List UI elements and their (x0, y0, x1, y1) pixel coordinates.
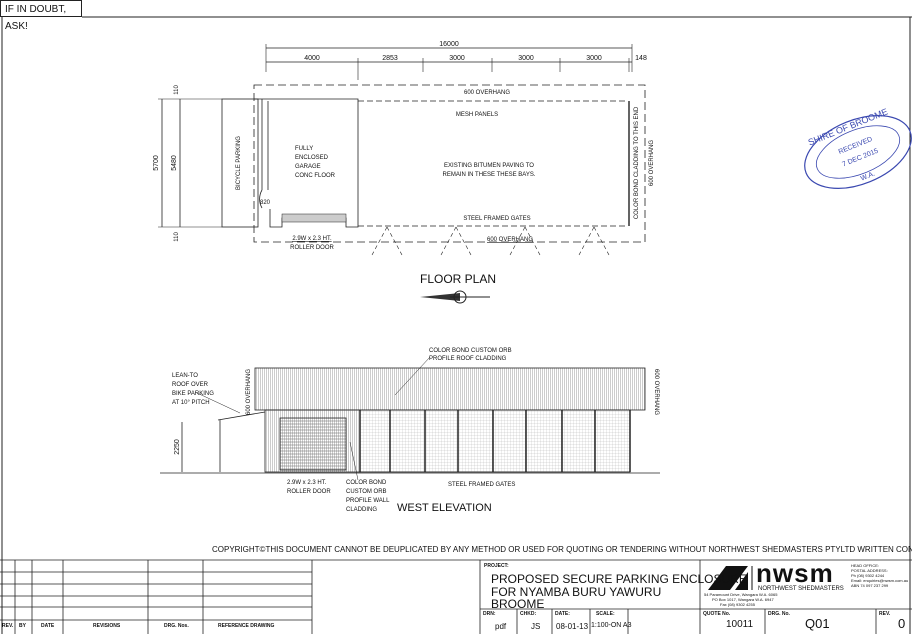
dim-bay: 4000 (304, 55, 320, 62)
roller-door-label: ROLLER DOOR (290, 245, 334, 251)
garage-label: ENCLOSED (295, 155, 329, 161)
project-line: PROPOSED SECURE PARKING ENCLOSURE (491, 572, 747, 586)
overhang-right-label: 600 OVERHANG (653, 369, 659, 415)
company-name: NORTHWEST SHEDMASTERS (758, 586, 844, 592)
nwsm-logo-mark (708, 566, 753, 590)
scale-label: SCALE: (596, 611, 615, 617)
dim-height-inner: 5480 (171, 155, 178, 171)
floor-plan (158, 44, 646, 256)
door-width-label: 820 (260, 200, 271, 206)
garage-label: CONC FLOOR (295, 173, 336, 179)
lean-to-note: AT 10° PITCH (172, 400, 210, 406)
project-label: PROJECT: (484, 563, 509, 569)
revisions-header: REVISIONS (93, 623, 121, 629)
dim-bay: 2853 (382, 55, 398, 62)
overhang-right-label: 600 OVERHANG (649, 140, 655, 186)
drn-label: DRN: (483, 611, 496, 617)
received-stamp: SHIRE OF BROOME RECEIVED 7 DEC 2015 W.A. (804, 106, 912, 189)
wall-note: CUSTOM ORB (346, 489, 387, 495)
west-elevation (160, 356, 660, 481)
stamp-top: SHIRE OF BROOME (807, 106, 890, 147)
dim-height-bottom: 110 (174, 232, 180, 242)
copyright-notice: COPYRIGHT©THIS DOCUMENT CANNOT BE DEUPLI… (212, 545, 912, 554)
address-line: PO Box 1017, Wangara W.A. 6947 (712, 597, 774, 602)
mesh-panels-label: MESH PANELS (456, 112, 498, 118)
dim-bay: 148 (635, 55, 647, 62)
cladding-end-label: COLOR BOND CLADDING TO THIS END (634, 106, 640, 219)
wall-note: CLADDING (346, 507, 377, 513)
dim-overall: 16000 (439, 41, 459, 48)
overhang-left-label: 600 OVERHANG (246, 369, 252, 415)
notice-box: IF IN DOUBT, ASK! (0, 0, 82, 32)
garage-label: GARAGE (295, 164, 321, 170)
head-office-line: HEAD OFFICE: (851, 563, 880, 568)
address-line: Fax (08) 9302 4255 (720, 602, 755, 607)
roller-door-note: ROLLER DOOR (287, 489, 331, 495)
head-office-line: Ph (08) 9302 4244 (851, 573, 885, 578)
chkd-label: CHKD: (520, 611, 537, 617)
by-header: BY (19, 623, 26, 629)
floor-plan-title: FLOOR PLAN (420, 272, 496, 286)
roller-door-note: 2.9W x 2.3 HT. (287, 480, 327, 486)
roof-note: PROFILE ROOF CLADDING (429, 356, 507, 362)
head-office-line: POSTAL ADDRESS: (851, 568, 888, 573)
steel-gates-label: STEEL FRAMED GATES (463, 216, 530, 222)
title-block-grid (0, 559, 912, 634)
rev-header: REV. (2, 623, 14, 629)
wall-note: PROFILE WALL (346, 498, 390, 504)
address-line: 54 Paramount Drive, Wangara W.A. 6065 (704, 592, 778, 597)
scale-value: 1:100-ON A3 (591, 622, 632, 629)
roof-note: COLOR BOND CUSTOM ORB (429, 348, 512, 354)
stamp-bottom: W.A. (860, 171, 876, 183)
rev-value: 0 (898, 616, 906, 631)
rev-label: REV. (879, 611, 891, 617)
project-line: FOR NYAMBA BURU YAWURU (491, 585, 662, 599)
wall-note: COLOR BOND (346, 480, 387, 486)
reference-drawing-header: REFERENCE DRAWING (218, 623, 275, 629)
roller-door-label: 2.9W x 2.3 HT. (292, 236, 332, 242)
date-header: DATE (41, 623, 55, 629)
drg-value: Q01 (805, 616, 830, 631)
dim-bay: 3000 (449, 55, 465, 62)
date-value: 08-01-13 (556, 622, 589, 631)
head-office-line: ABN 74 097 237 299 (851, 583, 889, 588)
dim-bay: 3000 (518, 55, 534, 62)
dim-bay: 3000 (586, 55, 602, 62)
overhang-bottom-label: 600 OVERHANG (487, 237, 533, 243)
dim-height-overall: 5700 (153, 155, 160, 171)
height-dim: 2250 (174, 439, 181, 455)
paving-label: REMAIN IN THESE THESE BAYS. (442, 172, 535, 178)
company-logo: nwsm (756, 558, 834, 588)
drn-value: pdf (495, 622, 507, 631)
west-elevation-title: WEST ELEVATION (397, 502, 492, 514)
paving-label: EXISTING BITUMEN PAVING TO (444, 163, 534, 169)
quote-value: 10011 (726, 619, 754, 630)
north-arrow-icon (420, 290, 490, 304)
date-label: DATE: (555, 611, 570, 617)
chkd-value: JS (531, 622, 541, 631)
head-office-line: Email: enquiries@nwsm.com.au (851, 578, 909, 583)
overhang-top-label: 600 OVERHANG (464, 90, 510, 96)
lean-to-note: ROOF OVER (172, 382, 209, 388)
lean-to-note: BIKE PARKING (172, 391, 214, 397)
dim-height-top: 110 (174, 85, 180, 95)
garage-label: FULLY (295, 146, 313, 152)
project-line: BROOME (491, 597, 545, 611)
drg-label: DRG. No. (768, 611, 790, 617)
bicycle-parking-label: BICYCLE PARKING (236, 136, 242, 190)
lean-to-note: LEAN-TO (172, 373, 198, 379)
quote-label: QUOTE No. (703, 611, 731, 617)
gates-note: STEEL FRAMED GATES (448, 482, 515, 488)
drg-nos-header: DRG. Nos. (164, 623, 189, 629)
